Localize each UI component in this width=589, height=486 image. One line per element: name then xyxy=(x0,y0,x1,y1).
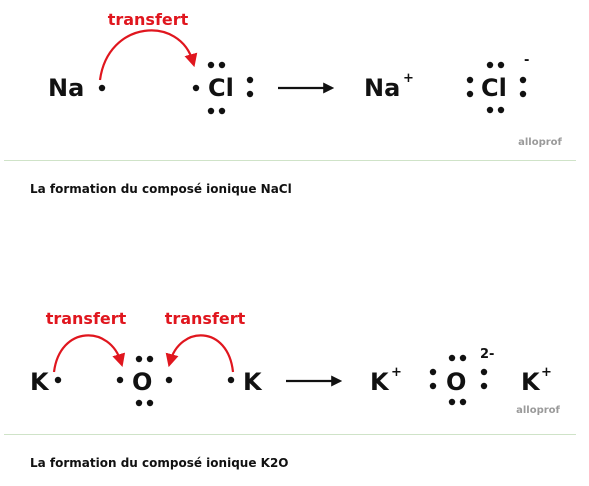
chloride-electron xyxy=(519,90,527,98)
oxide-electron xyxy=(480,368,488,376)
potassium-ion-charge-right: + xyxy=(541,365,552,380)
chlorine-electron xyxy=(192,84,200,92)
divider xyxy=(4,434,576,435)
potassium-valence-electron xyxy=(54,376,62,384)
chloride-electron xyxy=(466,90,474,98)
potassium-ion-charge-left: + xyxy=(391,365,402,380)
sodium-ion-symbol: Na xyxy=(364,74,400,102)
oxide-ion-charge: 2- xyxy=(480,347,494,362)
nacl-lewis-diagram: transfert Na Cl Na + Cl - alloprof xyxy=(48,10,563,148)
chloride-ion-charge: - xyxy=(524,53,529,68)
nacl-caption: La formation du composé ionique NaCl xyxy=(30,182,292,196)
potassium-ion-symbol-right: K xyxy=(521,368,541,396)
k2o-lewis-diagram: transfert transfert K O K K + O 2- xyxy=(30,309,561,416)
transfer-label-right: transfert xyxy=(165,309,246,328)
chlorine-electron xyxy=(218,61,226,69)
chloride-electron xyxy=(497,106,505,114)
transfer-label: transfert xyxy=(108,10,189,29)
transfer-arrow-right xyxy=(165,334,235,373)
oxygen-electron xyxy=(146,399,154,407)
oxide-electron xyxy=(429,382,437,390)
oxide-ion-symbol: O xyxy=(446,368,466,396)
oxygen-electron xyxy=(135,399,143,407)
potassium-symbol-right: K xyxy=(243,368,263,396)
transfer-label-left: transfert xyxy=(46,309,127,328)
oxide-electron xyxy=(480,382,488,390)
chloride-ion-symbol: Cl xyxy=(481,74,507,102)
alloprof-logo: alloprof xyxy=(516,405,560,416)
oxide-electron xyxy=(429,368,437,376)
transfer-arrow-left xyxy=(52,334,126,373)
sodium-symbol: Na xyxy=(48,74,84,102)
divider xyxy=(4,160,576,161)
potassium-valence-electron xyxy=(227,376,235,384)
oxygen-symbol: O xyxy=(132,368,152,396)
chlorine-symbol: Cl xyxy=(208,74,234,102)
potassium-symbol-left: K xyxy=(30,368,50,396)
oxide-electron xyxy=(448,354,456,362)
chloride-electron xyxy=(486,106,494,114)
oxide-electron xyxy=(459,354,467,362)
oxygen-electron xyxy=(135,355,143,363)
chlorine-electron xyxy=(207,61,215,69)
transfer-arrow xyxy=(98,29,198,81)
chlorine-electron xyxy=(246,76,254,84)
oxygen-electron xyxy=(165,376,173,384)
k2o-caption: La formation du composé ionique K2O xyxy=(30,456,289,470)
potassium-ion-symbol-left: K xyxy=(370,368,390,396)
chloride-electron xyxy=(497,61,505,69)
chloride-electron xyxy=(466,76,474,84)
sodium-ion-charge: + xyxy=(403,71,414,86)
oxygen-electron xyxy=(146,355,154,363)
chloride-electron xyxy=(519,76,527,84)
k2o-diagram-panel: transfert transfert K O K K + O 2- xyxy=(0,280,589,486)
nacl-diagram-panel: transfert Na Cl Na + Cl - alloprof La xyxy=(0,0,589,235)
chlorine-electron xyxy=(246,90,254,98)
chloride-electron xyxy=(486,61,494,69)
oxygen-electron xyxy=(116,376,124,384)
chlorine-electron xyxy=(207,107,215,115)
sodium-valence-electron xyxy=(98,84,106,92)
oxide-electron xyxy=(459,398,467,406)
chlorine-electron xyxy=(218,107,226,115)
alloprof-logo: alloprof xyxy=(518,137,562,148)
oxide-electron xyxy=(448,398,456,406)
